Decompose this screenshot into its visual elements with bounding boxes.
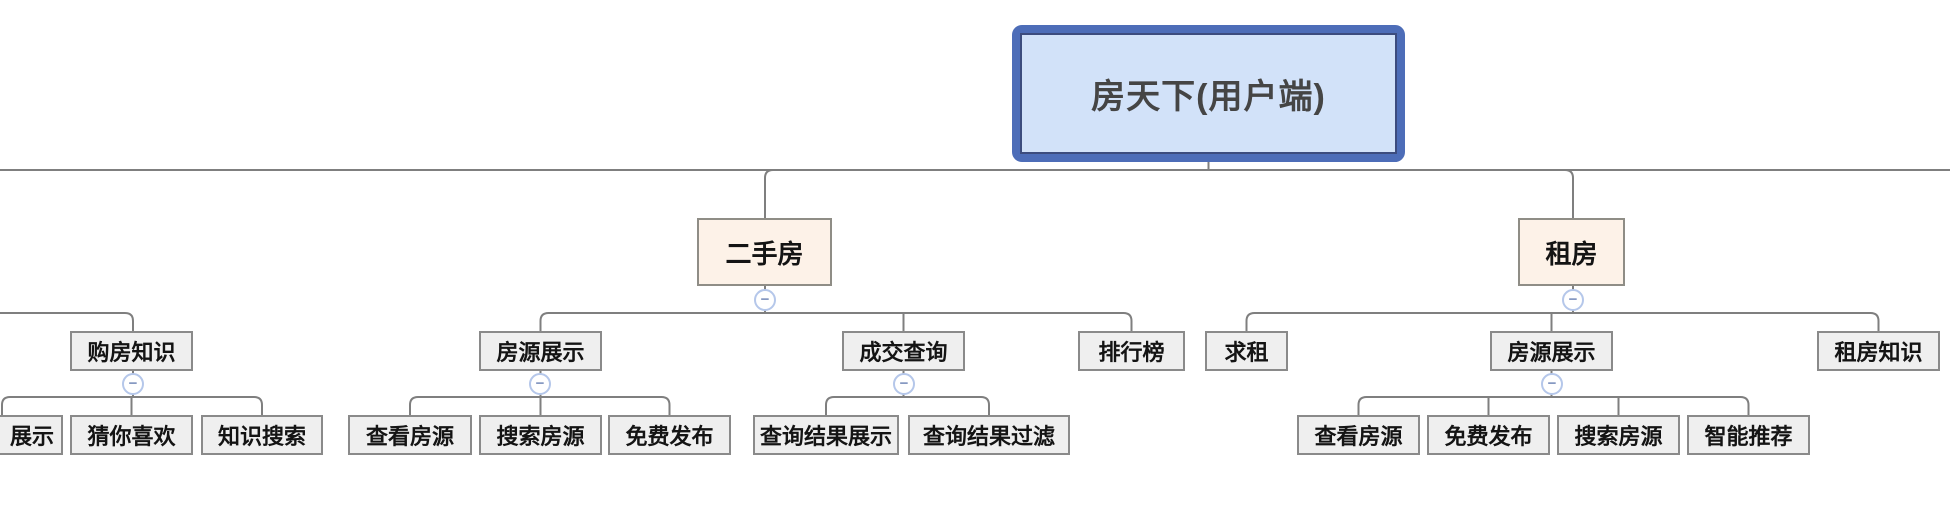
rail-secondhand-children (539, 312, 1133, 331)
root-node-inner: 房天下(用户端) (1020, 33, 1397, 154)
node-free-publish-secondhand[interactable]: 免费发布 (608, 415, 731, 455)
minus-icon: − (128, 374, 138, 392)
node-view-listings-secondhand[interactable]: 查看房源 (348, 415, 472, 455)
branch-node-rent-house[interactable]: 租房 (1518, 218, 1625, 286)
node-search-listings-secondhand[interactable]: 搜索房源 (479, 415, 602, 455)
collapse-button-deal-query[interactable]: − (893, 373, 915, 395)
collapse-button-secondhand-house[interactable]: − (754, 289, 776, 311)
node-knowledge-search[interactable]: 知识搜索 (201, 415, 323, 455)
elbow-secondhand (764, 169, 774, 218)
rail-rent-children (1245, 312, 1880, 331)
minus-icon: − (535, 374, 545, 392)
node-free-publish-rent[interactable]: 免费发布 (1427, 415, 1550, 455)
node-query-result-display[interactable]: 查询结果展示 (753, 415, 899, 455)
minus-icon: − (899, 374, 909, 392)
minus-icon: − (760, 290, 770, 308)
minus-icon: − (1547, 374, 1557, 392)
node-listing-display-secondhand[interactable]: 房源展示 (479, 331, 602, 371)
node-guess-you-like[interactable]: 猜你喜欢 (70, 415, 193, 455)
minus-icon: − (1568, 290, 1578, 308)
elbow-rent (1564, 169, 1574, 218)
node-deal-query[interactable]: 成交查询 (842, 331, 965, 371)
rail-left-clipped-branch (0, 312, 134, 331)
collapse-button-listing-display-rent[interactable]: − (1541, 373, 1563, 395)
root-node[interactable]: 房天下(用户端) (1012, 25, 1405, 162)
node-rent-knowledge[interactable]: 租房知识 (1817, 331, 1940, 371)
node-house-buying-knowledge[interactable]: 购房知识 (70, 331, 193, 371)
node-smart-recommend[interactable]: 智能推荐 (1687, 415, 1810, 455)
collapse-button-house-buying-knowledge[interactable]: − (122, 373, 144, 395)
root-node-label: 房天下(用户端) (1091, 78, 1326, 116)
collapse-button-rent-house[interactable]: − (1562, 289, 1584, 311)
node-knowledge-display-clipped[interactable]: 展示 (0, 415, 63, 455)
rail-listing-display-rent-children (1357, 396, 1750, 415)
node-ranking-list[interactable]: 排行榜 (1078, 331, 1185, 371)
rail-deal-query-children (825, 396, 990, 415)
node-query-result-filter[interactable]: 查询结果过滤 (908, 415, 1070, 455)
node-view-listings-rent[interactable]: 查看房源 (1297, 415, 1420, 455)
node-seek-rent[interactable]: 求租 (1205, 331, 1288, 371)
node-listing-display-rent[interactable]: 房源展示 (1490, 331, 1613, 371)
collapse-button-listing-display-secondhand[interactable]: − (529, 373, 551, 395)
node-search-listings-rent[interactable]: 搜索房源 (1557, 415, 1680, 455)
branch-node-secondhand-house[interactable]: 二手房 (697, 218, 832, 286)
